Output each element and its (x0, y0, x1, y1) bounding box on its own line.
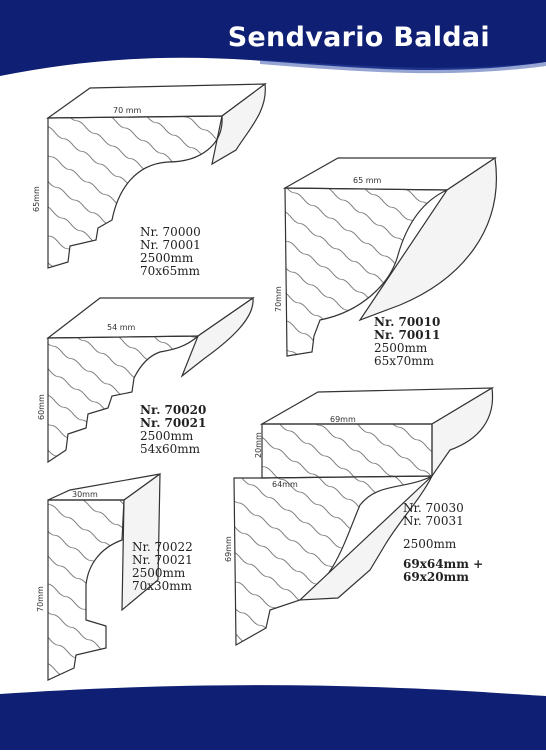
profile-70020-drawing (46, 296, 255, 464)
profile-code: Nr. 70010 (374, 315, 441, 329)
header-banner: Sendvario Baldai (0, 0, 546, 90)
profile-code: Nr. 70020 (140, 403, 207, 417)
page-title: Sendvario Baldai (227, 22, 490, 53)
profile-70010-info: Nr. 70010 Nr. 70011 2500mm 65x70mm (374, 316, 440, 368)
profile-size: 70x30mm (132, 579, 193, 593)
profile-70000-width-dim: 70 mm (113, 106, 142, 115)
profile-70000-info: Nr. 70000 Nr. 70001 2500mm 70x65mm (140, 226, 201, 278)
header-wave-shape (0, 0, 546, 76)
profile-70000-height-dim: 65mm (32, 186, 41, 212)
profile-size: 70x65mm (140, 264, 201, 278)
profile-70010-width-dim: 65 mm (353, 176, 382, 185)
profile-70030-upper-height-dim: 20mm (254, 432, 263, 458)
profile-code: Nr. 70011 (374, 328, 441, 342)
profile-70022-drawing (47, 472, 161, 681)
profile-70010-drawing (282, 156, 497, 357)
profile-code: Nr. 70021 (140, 416, 207, 430)
profile-code: Nr. 70000 (140, 225, 201, 239)
profile-size: 54x60mm (140, 442, 201, 456)
profile-70020-width-dim: 54 mm (107, 323, 136, 332)
profile-code: Nr. 70031 (403, 514, 464, 528)
profile-code: Nr. 70022 (132, 540, 193, 554)
footer-wave-shape (0, 685, 546, 750)
profile-size: 69x64mm + (403, 557, 484, 571)
profile-70030-height-dim: 69mm (224, 536, 233, 562)
profile-size: 65x70mm (374, 354, 435, 368)
profile-code: Nr. 70021 (132, 553, 193, 567)
profile-code: Nr. 70030 (403, 501, 464, 515)
profile-70022-info: Nr. 70022 Nr. 70021 2500mm 70x30mm (132, 541, 193, 593)
profile-length: 2500mm (140, 251, 194, 265)
profile-length: 2500mm (403, 537, 457, 551)
profile-70020-info: Nr. 70020 Nr. 70021 2500mm 54x60mm (140, 404, 206, 456)
profile-70030-info: Nr. 70030 Nr. 70031 2500mm 69x64mm + 69x… (403, 502, 483, 584)
profile-70030-top-width-dim: 69mm (330, 415, 356, 424)
profile-70020-height-dim: 60mm (37, 394, 46, 420)
profile-length: 2500mm (140, 429, 194, 443)
profile-length: 2500mm (132, 566, 186, 580)
profile-length: 2500mm (374, 341, 428, 355)
profile-70000-drawing (46, 82, 267, 269)
profile-70022-width-dim: 30mm (72, 490, 98, 499)
profile-size-second: 69x20mm (403, 570, 469, 584)
profile-code: Nr. 70001 (140, 238, 201, 252)
profile-70030-drawing (233, 387, 495, 647)
profile-70010-height-dim: 70mm (274, 286, 283, 312)
profile-70030-mid-width-dim: 64mm (272, 480, 298, 489)
footer-band (0, 680, 546, 750)
profile-70022-height-dim: 70mm (36, 586, 45, 612)
